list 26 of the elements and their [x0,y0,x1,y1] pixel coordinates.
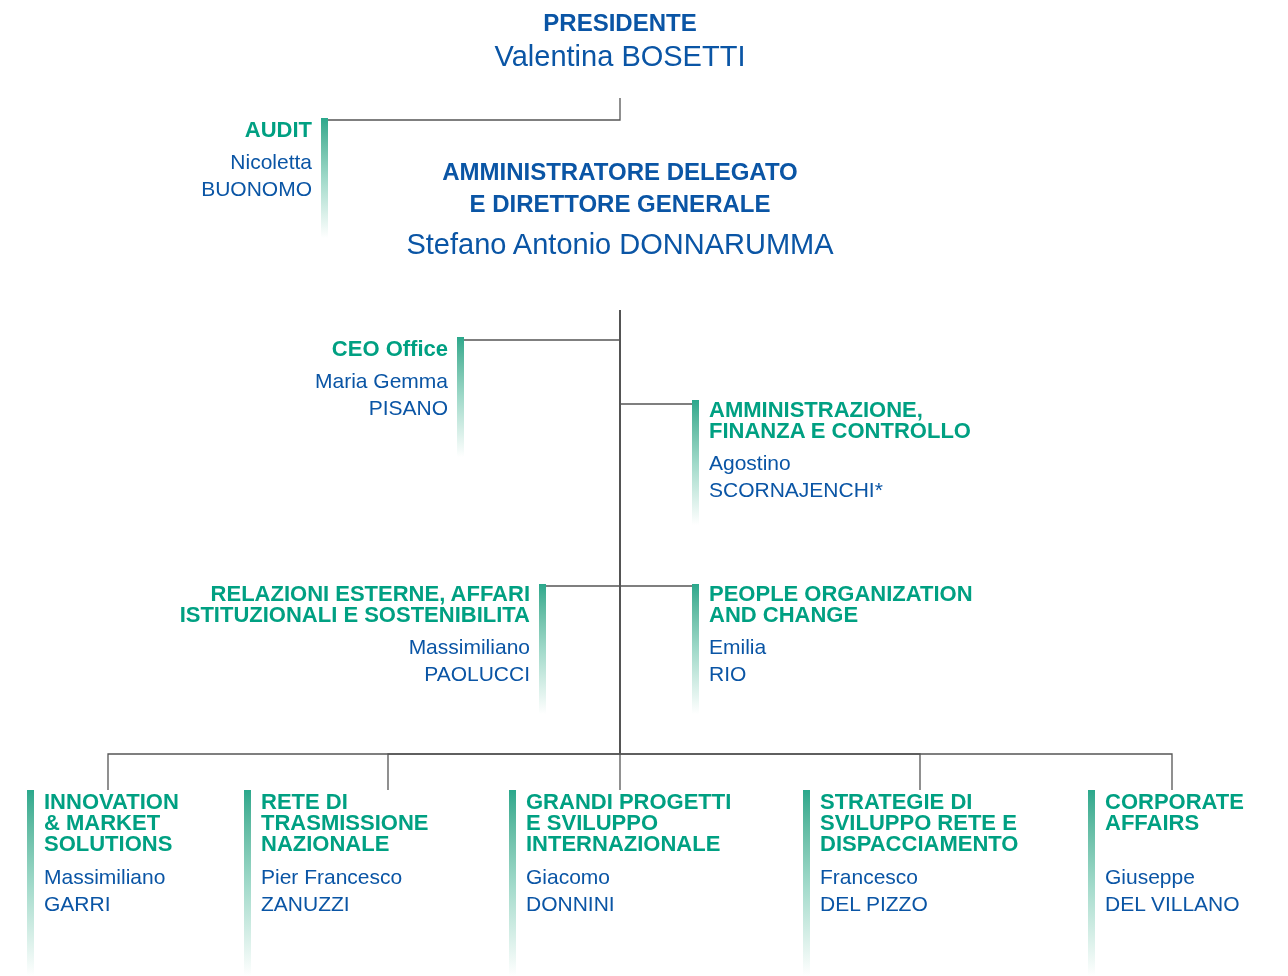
person-name: Giuseppe DEL VILLANO [1105,864,1240,917]
person-name: Stefano Antonio DONNARUMMA [406,227,834,262]
unit-title: AMMINISTRAZIONE, FINANZA E CONTROLLO [709,399,971,441]
person-name: Massimiliano GARRI [44,864,166,917]
person-name: Massimiliano PAOLUCCI [408,634,530,687]
person-name: Giacomo DONNINI [526,864,615,917]
person-name: Francesco DEL PIZZO [820,864,928,917]
connector-line [619,309,1173,791]
role-title: PRESIDENTE [543,8,697,38]
unit-title: GRANDI PROGETTI E SVILUPPO INTERNAZIONALE [526,791,732,858]
unit-title: CORPORATE AFFAIRS [1105,791,1244,837]
person-name: Agostino SCORNAJENCHI* [709,450,883,503]
unit-title: INNOVATION & MARKET SOLUTIONS [44,791,179,858]
unit-title: PEOPLE ORGANIZATION AND CHANGE [709,583,973,625]
person-name: Emilia RIO [709,634,767,687]
person-name: Maria Gemma PISANO [314,368,448,421]
person-name: Pier Francesco ZANUZZI [261,864,403,917]
unit-title: AUDIT [244,119,312,140]
unit-title: RETE DI TRASMISSIONE NAZIONALE [261,791,429,858]
connector-line [327,97,621,121]
unit-title: CEO Office [331,338,448,359]
unit-title: RELAZIONI ESTERNE, AFFARI ISTITUZIONALI E SOSTENIBILITA [179,583,530,625]
person-name: Valentina BOSETTI [494,39,746,74]
person-name: Nicoletta BUONOMO [201,149,312,202]
unit-title: STRATEGIE DI SVILUPPO RETE E DISPACCIAMENTO [820,791,1019,858]
role-title: AMMINISTRATORE DELEGATO E DIRETTORE GENERALE [442,157,798,219]
